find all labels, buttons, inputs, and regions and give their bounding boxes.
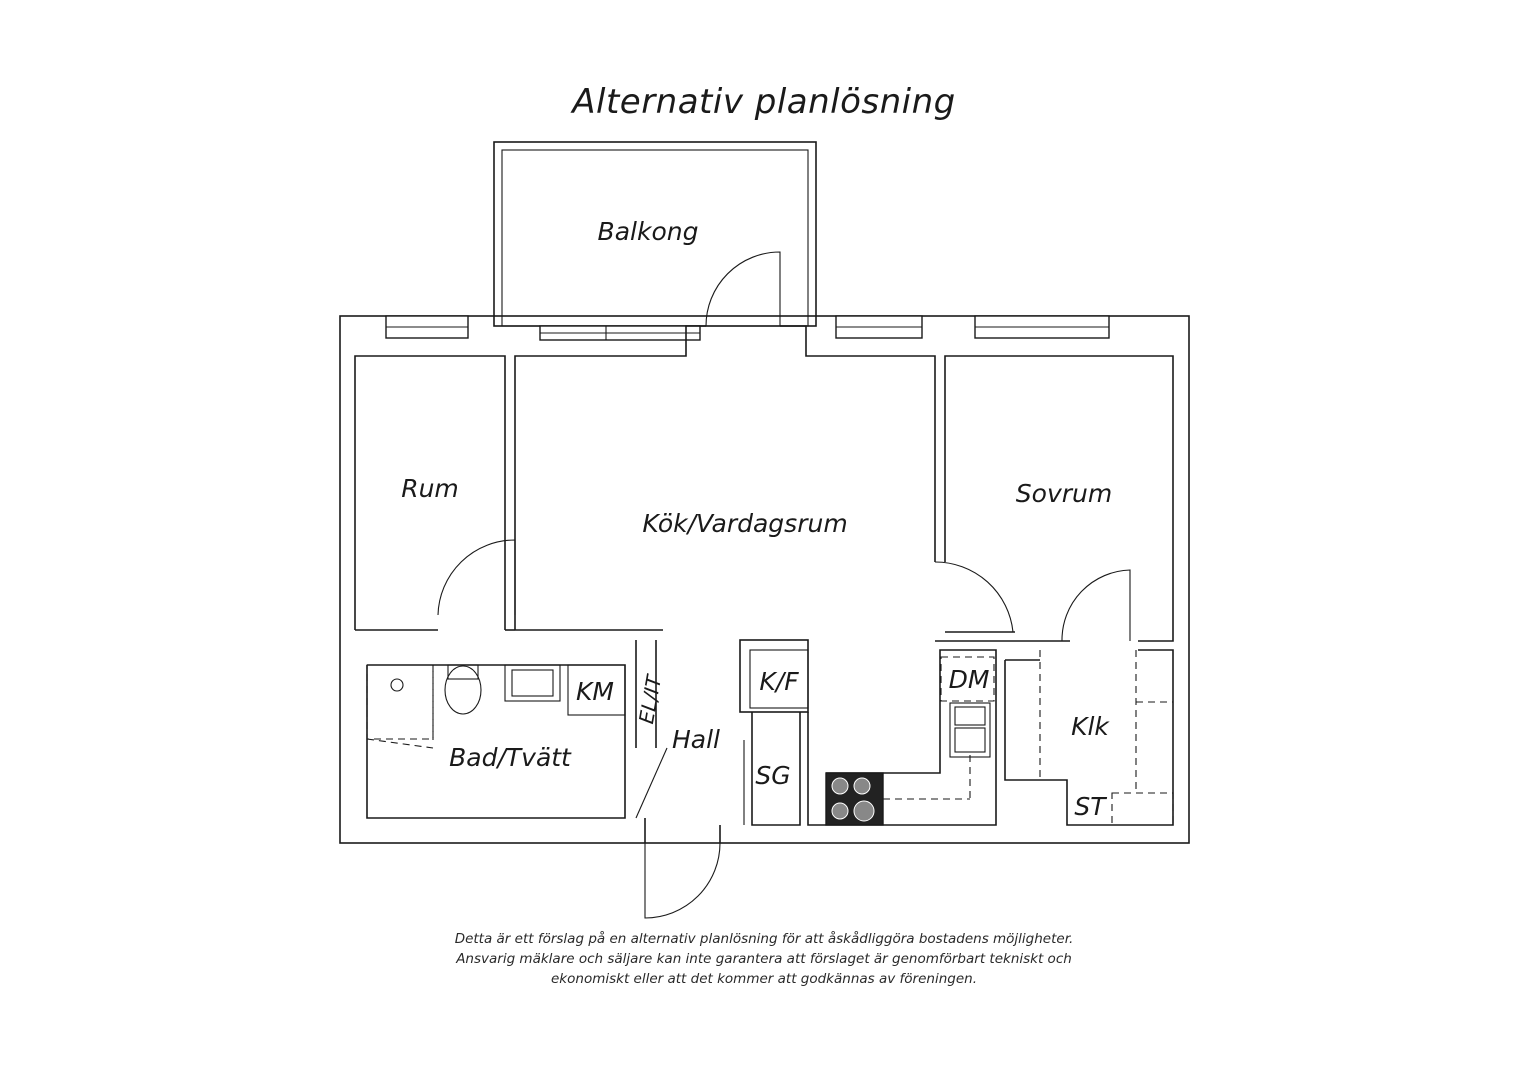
doors — [437, 251, 1131, 919]
label-el-it: EL/IT — [634, 672, 666, 726]
interior-walls — [354, 325, 1174, 843]
label-km: KM — [576, 677, 614, 706]
disclaimer-line: Ansvarig mäklare och säljare kan inte ga… — [456, 951, 1072, 967]
bathroom-fixtures — [390, 664, 626, 716]
disclaimer: Detta är ett förslag på en alternativ pl… — [364, 929, 1164, 989]
label-hall: Hall — [672, 725, 720, 754]
label-bad-tvatt: Bad/Tvätt — [449, 743, 572, 772]
kitchen-fixtures — [831, 702, 991, 822]
label-klk: Klk — [1071, 712, 1110, 741]
label-balkong: Balkong — [598, 217, 699, 246]
label-st: ST — [1074, 792, 1107, 821]
label-dm: DM — [949, 665, 990, 694]
label-rum: Rum — [401, 474, 459, 503]
fixture-dashes — [366, 650, 1174, 826]
label-sg: SG — [755, 761, 790, 790]
disclaimer-line: ekonomiskt eller att det kommer att godk… — [551, 971, 977, 987]
room-labels: Balkong Rum Kök/Vardagsrum Sovrum Bad/Tv… — [401, 217, 1112, 821]
plan-title: Alternativ planlösning — [572, 82, 956, 122]
disclaimer-line: Detta är ett förslag på en alternativ pl… — [454, 931, 1074, 947]
label-kok-vardagsrum: Kök/Vardagsrum — [642, 509, 847, 538]
windows — [385, 315, 1110, 341]
label-kf: K/F — [759, 667, 799, 696]
label-sovrum: Sovrum — [1016, 479, 1112, 508]
